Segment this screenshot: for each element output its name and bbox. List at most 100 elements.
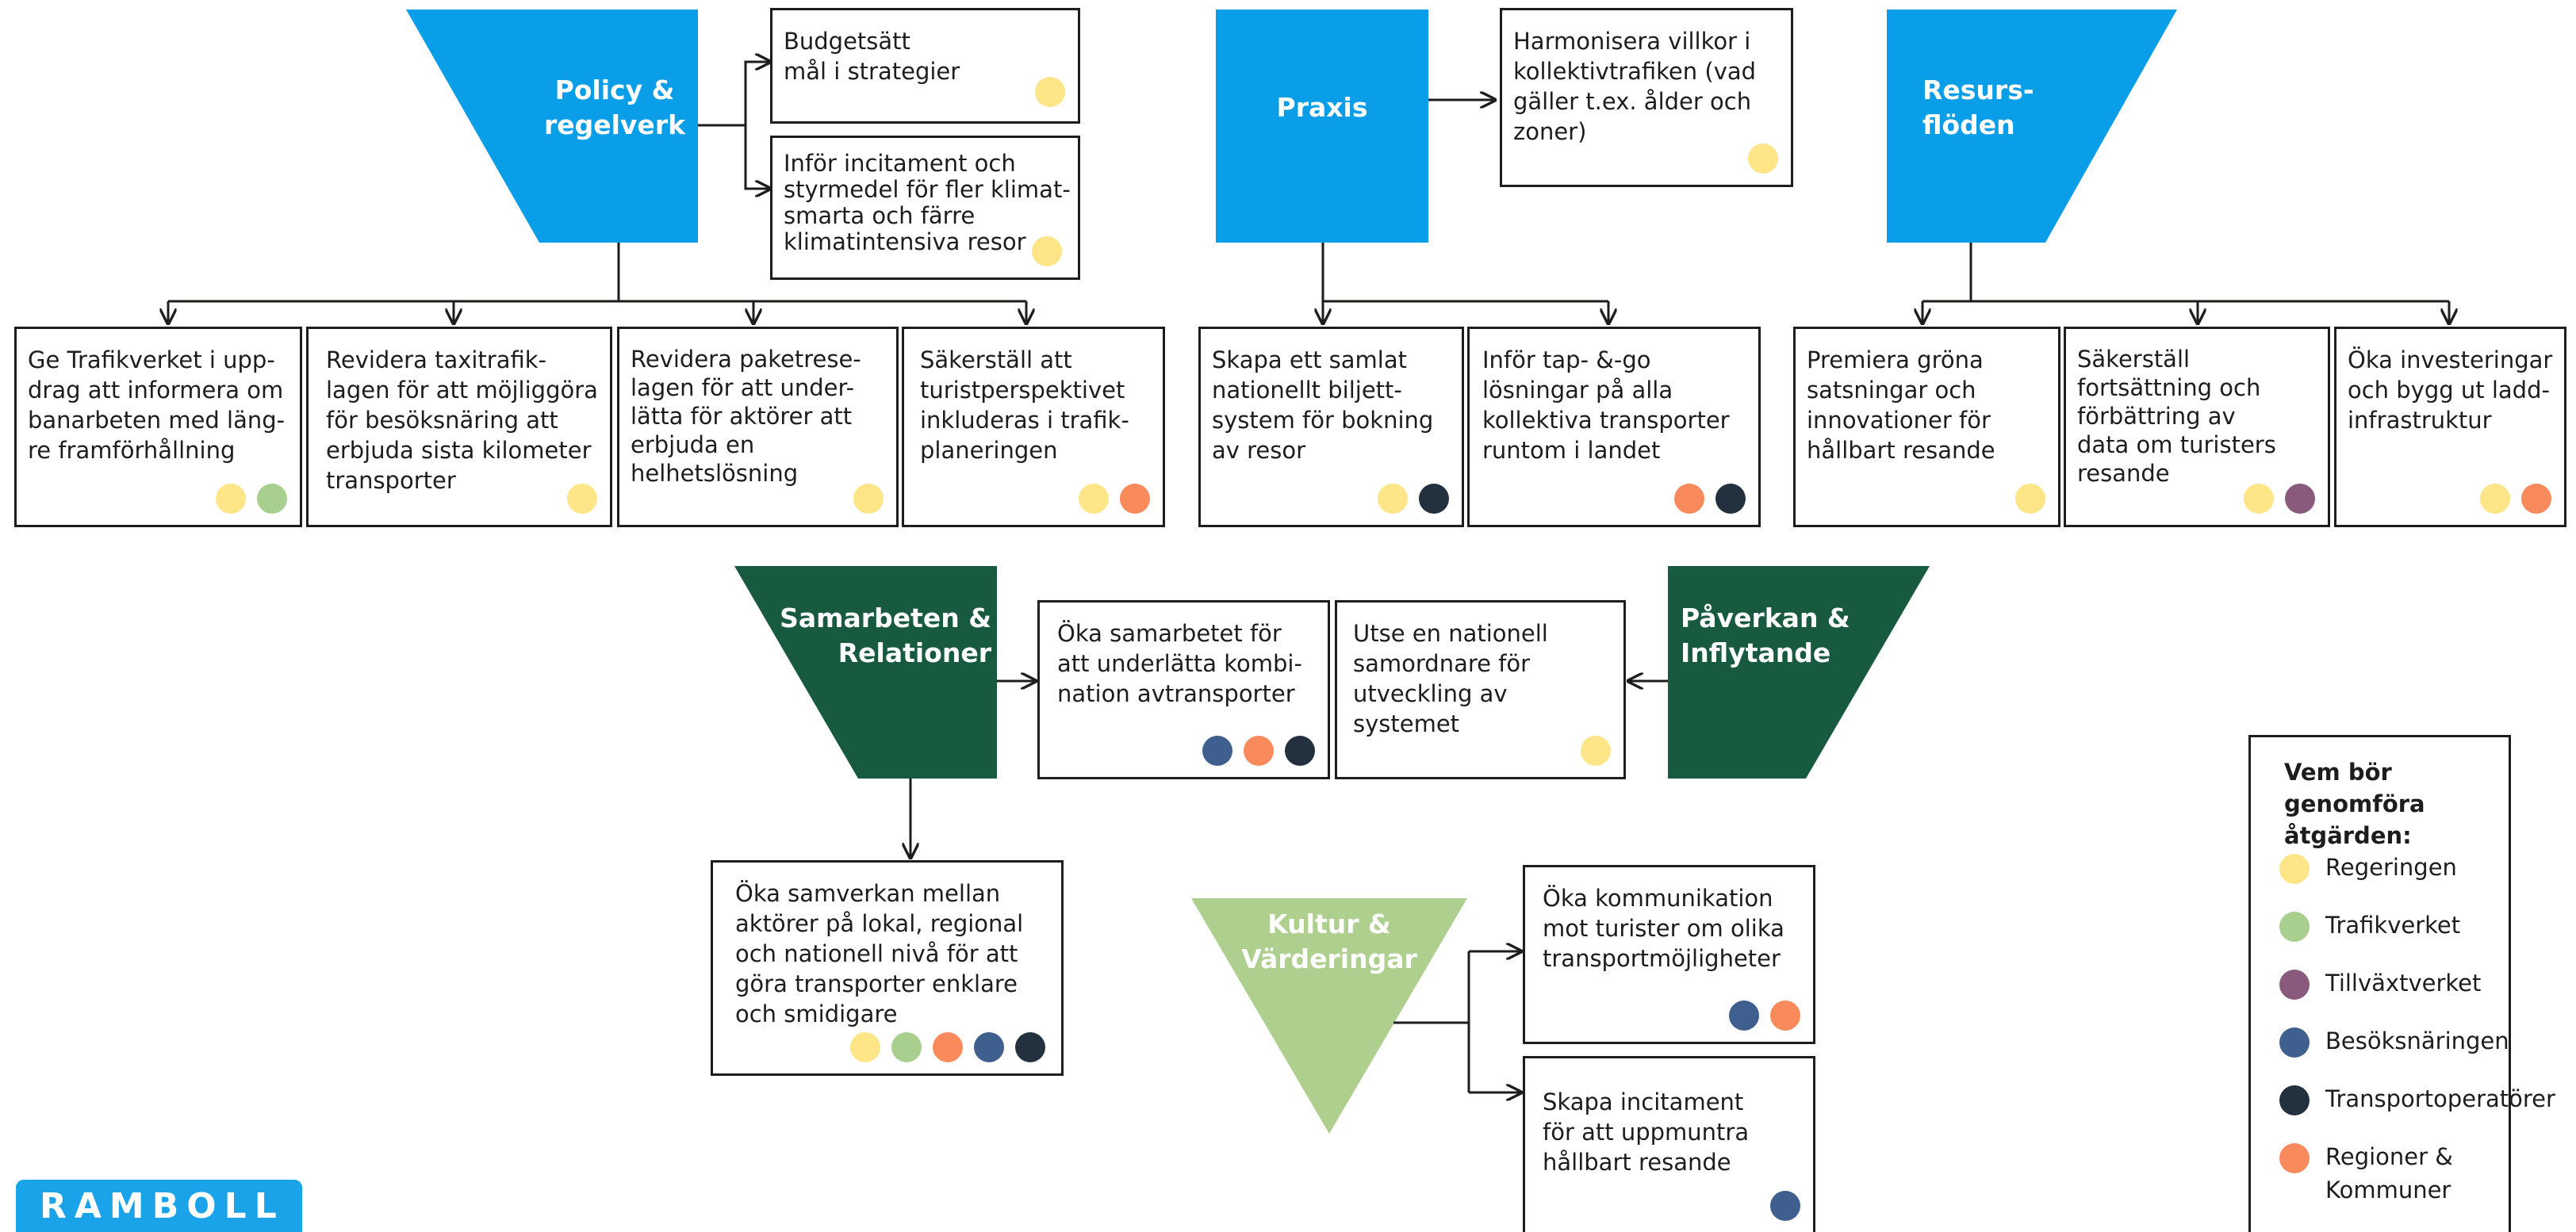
kultur-header-label: Kultur & Värderingar	[1241, 909, 1417, 974]
action-box-taxi: Revidera taxitrafik- lagen för att möjli…	[306, 327, 612, 527]
regeringen-dot	[2015, 484, 2045, 514]
legend-label: Trafikverket	[2325, 912, 2461, 939]
besoksnaringen-dot	[1729, 1001, 1759, 1031]
action-text: Budgetsätt mål i strategier	[784, 28, 960, 85]
action-text: Revidera taxitrafik- lagen för att möjli…	[326, 346, 598, 494]
action-box-kommunikation: Öka kommunikation mot turister om olika …	[1523, 865, 1815, 1044]
action-box-turist: Säkerställ att turistperspektivet inklud…	[902, 327, 1165, 527]
regioner-kommuner-dot	[1674, 484, 1704, 514]
regeringen-dot	[1035, 77, 1065, 107]
transportoperatorer-dot	[1419, 484, 1449, 514]
action-box-samverkan: Öka samverkan mellan aktörer på lokal, r…	[711, 860, 1064, 1076]
action-box-tapgo: Inför tap- &-go lösningar på alla kollek…	[1467, 327, 1761, 527]
transportoperatorer-dot	[1015, 1032, 1045, 1062]
action-text: Inför incitament och styrmedel för fler …	[784, 150, 1071, 255]
action-text: Skapa incitament för att uppmuntra hållb…	[1543, 1089, 1750, 1176]
action-box-premiera: Premiera gröna satsningar och innovation…	[1793, 327, 2060, 527]
legend-item-regeringen: Regeringen	[2279, 851, 2457, 884]
trafikverket-dot	[257, 484, 287, 514]
connector	[744, 125, 770, 189]
regioner-kommuner-dot	[1770, 1001, 1800, 1031]
regioner-kommuner-dot	[933, 1032, 963, 1062]
regeringen-dot	[1748, 143, 1778, 174]
action-text: Öka samverkan mellan aktörer på lokal, r…	[735, 880, 1024, 1027]
logo-text: RAMBOLL	[40, 1186, 285, 1226]
action-box-trafikverket: Ge Trafikverket i upp- drag att informer…	[14, 327, 302, 527]
besoksnaringen-dot	[1202, 736, 1232, 766]
regeringen-dot	[2480, 484, 2510, 514]
regeringen-dot	[1032, 236, 1062, 266]
besoksnaringen-dot	[1770, 1191, 1800, 1221]
regioner-kommuner-dot	[2521, 484, 2551, 514]
legend-item-trafikverket: Trafikverket	[2279, 909, 2460, 942]
action-box-paketrese: Revidera paketrese- lagen för att under-…	[617, 327, 899, 527]
regeringen-swatch	[2279, 854, 2310, 884]
action-box-hallbart: Skapa incitament för att uppmuntra hållb…	[1523, 1056, 1815, 1232]
tillvaxtverket-swatch	[2279, 970, 2310, 1000]
praxis-header-shape	[1216, 10, 1428, 243]
action-text: Revidera paketrese- lagen för att under-…	[631, 346, 861, 487]
regioner-kommuner-swatch	[2279, 1143, 2310, 1173]
action-box-biljett: Skapa ett samlat nationellt biljett- sys…	[1198, 327, 1464, 527]
regeringen-dot	[2244, 484, 2274, 514]
action-text: Öka samarbetet för att underlätta kombi-…	[1057, 620, 1302, 707]
legend-label: Besöksnäringen	[2325, 1027, 2509, 1054]
besoksnaringen-swatch	[2279, 1027, 2310, 1058]
action-text: Öka kommunikation mot turister om olika …	[1543, 885, 1784, 972]
trafikverket-dot	[891, 1032, 922, 1062]
regeringen-dot	[1079, 484, 1109, 514]
connector	[1321, 243, 1608, 303]
transportoperatorer-swatch	[2279, 1085, 2310, 1115]
action-box-investeringar: Öka investeringar och bygg ut ladd- infr…	[2334, 327, 2566, 527]
legend-label: Tillväxtverket	[2325, 970, 2482, 997]
action-text: Skapa ett samlat nationellt biljett- sys…	[1212, 346, 1434, 464]
regeringen-dot	[1581, 736, 1611, 766]
legend-item-besoksnaringen: Besöksnäringen	[2279, 1024, 2509, 1058]
regeringen-dot	[850, 1032, 880, 1062]
policy-header-label: Policy & regelverk	[543, 75, 686, 140]
regioner-kommuner-dot	[1244, 736, 1274, 766]
action-text: Inför tap- &-go lösningar på alla kollek…	[1482, 346, 1730, 464]
praxis-header-label: Praxis	[1276, 92, 1368, 123]
action-box-budget: Budgetsätt mål i strategier	[770, 8, 1080, 124]
legend-title: Vem bör genomföra åtgärden:	[2284, 759, 2425, 849]
connector	[698, 62, 770, 127]
regeringen-dot	[853, 484, 884, 514]
kultur-header-shape	[1191, 898, 1467, 1134]
transportoperatorer-dot	[1285, 736, 1315, 766]
legend-item-tillvaxtverket: Tillväxtverket	[2279, 966, 2481, 1000]
legend-label: Regeringen	[2325, 854, 2457, 881]
action-box-samordnare: Utse en nationell samordnare för utveckl…	[1335, 600, 1626, 779]
action-text: Harmonisera villkor i kollektivtrafiken …	[1513, 28, 1757, 145]
legend-label: Transportoperatörer	[2325, 1085, 2555, 1112]
regeringen-dot	[567, 484, 597, 514]
transportoperatorer-dot	[1715, 484, 1746, 514]
regioner-kommuner-dot	[1120, 484, 1150, 514]
action-text: Utse en nationell samordnare för utveckl…	[1353, 620, 1548, 737]
samarbeten-header-shape	[734, 566, 997, 779]
action-box-samarbetet: Öka samarbetet för att underlätta kombi-…	[1037, 600, 1330, 779]
samarbeten-header-label: Samarbeten & Relationer	[780, 603, 991, 668]
action-box-incitament: Inför incitament och styrmedel för fler …	[770, 136, 1080, 280]
legend-item-transportoperatorer: Transportoperatörer	[2279, 1082, 2555, 1115]
resurs-header-shape	[1887, 10, 2177, 243]
action-text: Säkerställ att turistperspektivet inklud…	[920, 346, 1129, 464]
action-box-data: Säkerställ fortsättning och förbättring …	[2064, 327, 2330, 527]
tillvaxtverket-dot	[2285, 484, 2315, 514]
legend: Vem bör genomföra åtgärden: Regeringen T…	[2248, 735, 2555, 1232]
trafikverket-swatch	[2279, 912, 2310, 942]
action-text: Premiera gröna satsningar och innovation…	[1807, 346, 1995, 464]
regeringen-dot	[216, 484, 246, 514]
resurs-header-label: Resurs- flöden	[1922, 75, 2034, 140]
legend-item-regioner-kommuner: Regioner & Kommuner	[2279, 1140, 2453, 1207]
ramboll-logo: RAMBOLL	[16, 1180, 302, 1232]
action-text: Ge Trafikverket i upp- drag att informer…	[28, 346, 286, 464]
paverkan-header-shape	[1668, 566, 1930, 779]
legend-label: Regioner & Kommuner	[2325, 1143, 2453, 1203]
policy-header-shape	[406, 10, 698, 243]
action-text: Öka investeringar och bygg ut ladd- infr…	[2348, 346, 2553, 434]
besoksnaringen-dot	[974, 1032, 1004, 1062]
action-box-harmonisera: Harmonisera villkor i kollektivtrafiken …	[1500, 8, 1793, 187]
paverkan-header-label: Påverkan & Inflytande	[1681, 603, 1850, 668]
